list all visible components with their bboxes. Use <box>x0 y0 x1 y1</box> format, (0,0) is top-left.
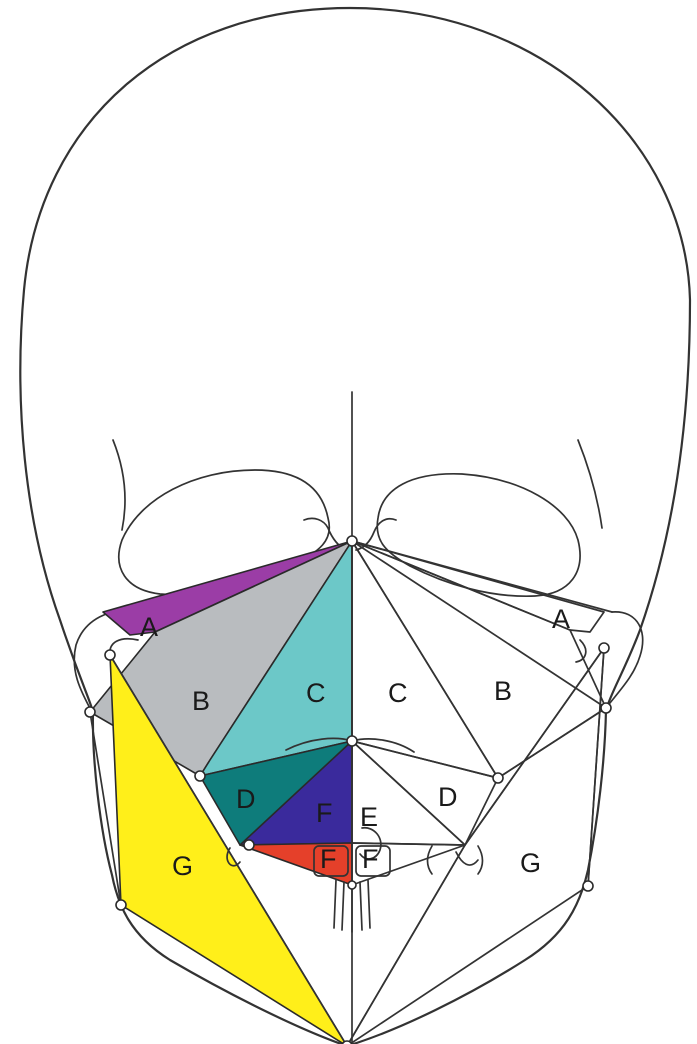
landmark-mouth-center <box>348 881 356 889</box>
line-d-to-chin <box>347 845 465 1044</box>
label-d-right: D <box>438 782 458 812</box>
landmark-right-zygion <box>601 703 611 713</box>
label-b-right: B <box>494 676 512 706</box>
landmark-left-alar <box>195 771 205 781</box>
landmark-right-gonion <box>583 881 593 891</box>
landmark-right-gonion-upper <box>599 643 609 653</box>
line-d-right-to-zygion <box>498 708 606 778</box>
label-f-right: F <box>362 844 379 874</box>
landmark-left-gonion-upper <box>105 650 115 660</box>
label-f-left-lower: F <box>320 844 337 874</box>
line-nasion-right-frontozyg <box>352 541 612 612</box>
landmark-subnasale <box>347 736 357 746</box>
label-a-right: A <box>552 604 570 634</box>
label-c-left: C <box>306 678 326 708</box>
line-right-upper-to-center <box>465 648 604 845</box>
landmark-left-gonion <box>116 900 126 910</box>
label-d-left: D <box>236 784 256 814</box>
right-orbit-rim-arc <box>578 440 602 528</box>
landmark-right-alar <box>493 773 503 783</box>
label-g-left: G <box>172 851 193 881</box>
label-e-right: E <box>360 802 378 832</box>
label-a-left: A <box>140 612 158 642</box>
line-right-upper-vertical <box>588 648 604 886</box>
right-zygomatic-arch <box>576 612 643 708</box>
left-orbit-rim-arc <box>113 440 125 530</box>
label-f-left-upper: F <box>316 798 333 828</box>
label-c-right: C <box>388 678 408 708</box>
landmark-left-cheilion <box>244 840 254 850</box>
landmark-nasion <box>347 536 357 546</box>
landmark-left-zygion <box>85 707 95 717</box>
label-g-right: G <box>520 848 541 878</box>
left-paren-1 <box>428 846 433 874</box>
label-b-left: B <box>192 686 210 716</box>
